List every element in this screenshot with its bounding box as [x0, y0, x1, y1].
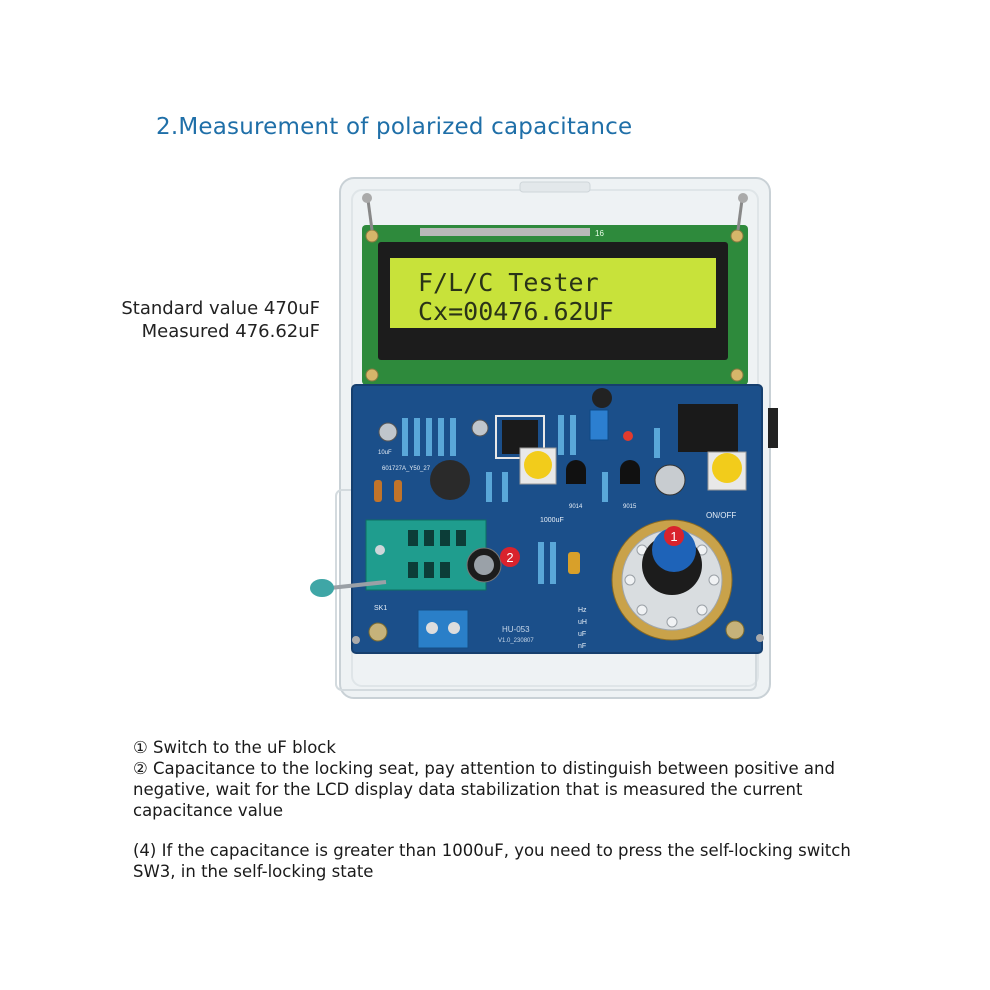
cap-1000uf-label: 1000uF	[540, 517, 564, 524]
self-locking-switch-sw3[interactable]	[524, 451, 552, 479]
tester-device-illustration: 16 F/L/C Tester Cx=00476.62UF 10uF 60172…	[310, 177, 778, 699]
lcd-line-2: Cx=00476.62UF	[418, 297, 614, 326]
pcb-code-label: 601727A_Y50_27	[382, 466, 431, 472]
inductor	[430, 460, 470, 500]
unit-uh: uH	[578, 619, 587, 626]
instruction-step-1: ① Switch to the uF block	[133, 738, 336, 757]
instruction-step-2: ② Capacitance to the locking seat, pay a…	[133, 759, 835, 820]
marker-1	[664, 526, 684, 546]
t1-label: 9014	[569, 504, 583, 510]
electrolytic-cap	[654, 464, 686, 496]
power-button[interactable]	[712, 453, 742, 483]
rotary-range-switch[interactable]	[611, 519, 733, 641]
trimmer-pot	[589, 409, 609, 441]
instructions-block: ① Switch to the uF block ② Capacitance t…	[133, 737, 873, 821]
transistor-9015	[620, 460, 640, 484]
pin-count-label: 16	[595, 229, 604, 238]
unit-uf: uF	[578, 631, 586, 638]
zif-lever[interactable]	[310, 579, 334, 597]
dc-jack	[678, 404, 738, 452]
cap-small-label: 10uF	[378, 450, 392, 456]
page-title: 2.Measurement of polarized capacitance	[156, 114, 633, 140]
unit-hz: Hz	[578, 607, 587, 614]
measurement-note: Standard value 470uF Measured 476.62uF	[90, 297, 320, 343]
unit-nf: nF	[578, 643, 586, 650]
power-led	[623, 431, 633, 441]
measured-value-text: Measured 476.62uF	[141, 321, 320, 342]
resistor-array	[402, 415, 660, 584]
model-label: HU-053	[502, 625, 530, 634]
lcd-line-1: F/L/C Tester	[418, 268, 599, 297]
instruction-note-4: (4) If the capacitance is greater than 1…	[133, 841, 851, 881]
lcd-screen	[390, 258, 716, 328]
onoff-label: ON/OFF	[706, 511, 736, 520]
socket-label: SK1	[374, 605, 387, 612]
standard-value-text: Standard value 470uF	[121, 298, 320, 319]
terminal-block	[417, 609, 469, 649]
version-label: V1.0_230807	[498, 638, 534, 644]
t2-label: 9015	[623, 504, 637, 510]
marker-2	[500, 547, 520, 567]
range-knob[interactable]	[652, 528, 696, 572]
transistor-9014	[566, 460, 586, 484]
marker-2-label: 2	[506, 550, 513, 565]
marker-1-label: 1	[670, 529, 677, 544]
